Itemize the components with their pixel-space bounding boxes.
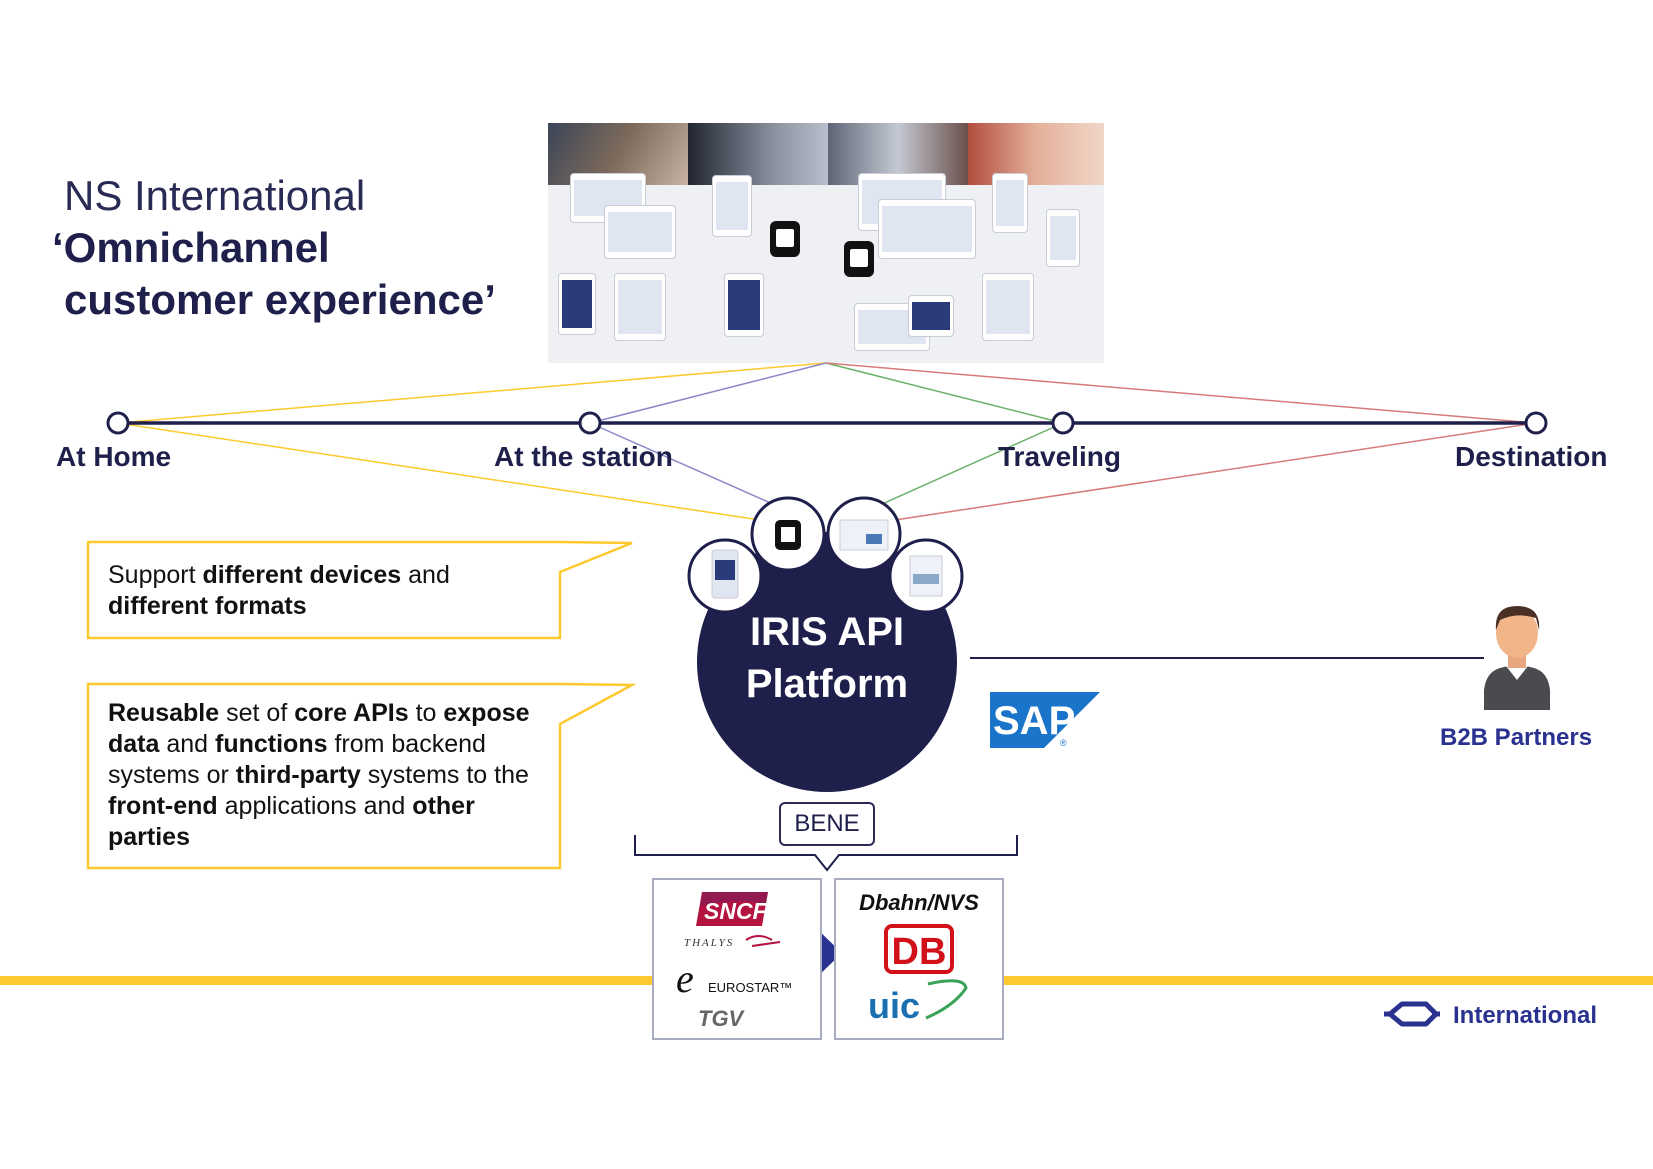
callout-1-segment: and: [159, 730, 216, 758]
tgv-logo: TGV: [698, 1006, 746, 1031]
timeline-node-home: [106, 411, 130, 435]
stage-label-home: At Home: [56, 441, 172, 472]
bubble-phone-content: [715, 560, 735, 580]
partner-arrow: [816, 928, 842, 978]
phone-device: [1046, 209, 1080, 267]
timeline-node-station: [578, 411, 602, 435]
ns-logo: [1384, 1001, 1440, 1027]
connector-home: [117, 362, 827, 424]
smartwatch-device: [770, 221, 800, 257]
sap-logo: SAP ®: [990, 692, 1100, 748]
thalys-logo: THALYS: [684, 935, 781, 949]
connector-station-platform: [589, 422, 776, 506]
callout-0-segment: and: [401, 561, 450, 589]
callout-1-segment: other parties: [108, 792, 475, 851]
db-logo: DB: [884, 924, 954, 974]
bubble-tablet-content: [913, 574, 939, 584]
callout-1-segment: applications and: [217, 792, 413, 820]
phone-device: [724, 273, 764, 337]
eurostar-logo: e EUROSTAR™: [676, 956, 792, 1001]
platform-title-line-1: IRIS API: [749, 610, 905, 654]
stage-label-destination: Destination: [1455, 441, 1608, 472]
eurostar-letter: e: [676, 956, 694, 1001]
tablet-device: [908, 295, 954, 337]
phone-device: [992, 173, 1028, 233]
footer-band-right: [1002, 976, 1653, 985]
callout-1-segment: third-party: [235, 761, 361, 789]
timeline-node-destination: [1524, 411, 1548, 435]
sncf-logo: SNCF: [696, 892, 768, 926]
callout-0-segment: different formats: [108, 592, 307, 620]
connector-traveling: [825, 362, 1064, 424]
phone-device: [558, 273, 596, 335]
thalys-text: THALYS: [684, 937, 734, 949]
bubble-watch-screen: [781, 527, 795, 542]
title-line-2: ‘Omnichannel: [52, 224, 330, 271]
smartwatch-device: [844, 241, 874, 277]
sap-logo-text: SAP: [993, 699, 1075, 743]
stage-label-traveling: Traveling: [998, 441, 1121, 472]
tablet-device: [614, 273, 666, 341]
uic-text: uic: [868, 985, 920, 1026]
connector-destination-platform: [894, 422, 1537, 521]
callout-1-segment: set of: [219, 699, 295, 727]
dbahn-nvs-title: Dbahn/NVS: [859, 890, 979, 915]
callout-0-segment: different devices: [202, 561, 402, 589]
callout-1-segment: front-end: [108, 792, 218, 820]
callout-1-segment: to: [408, 699, 444, 727]
partner-box-left: SNCF THALYS e EUROSTAR™ TGV: [652, 878, 822, 1040]
callout-1-segment: Reusable: [108, 699, 220, 727]
phone-device: [712, 175, 752, 237]
stage-label-station: At the station: [494, 441, 673, 472]
platform-circle: [697, 532, 957, 792]
connector-traveling-platform: [879, 422, 1064, 506]
photo-station: [688, 123, 828, 185]
sncf-text: SNCF: [704, 898, 768, 924]
title-line-1: NS International: [64, 172, 366, 219]
callout-1-segment: from backend systems or: [108, 730, 486, 789]
callout-box-apis: [86, 682, 637, 870]
db-text: DB: [892, 931, 947, 973]
footer-international-label: International: [1453, 1002, 1598, 1029]
tablet-device: [982, 273, 1034, 341]
callout-1-segment: systems to the: [360, 761, 529, 789]
eurostar-text: EUROSTAR™: [708, 980, 792, 995]
omnichannel-collage: [548, 123, 1104, 363]
platform-title: IRIS API Platform: [694, 606, 960, 710]
callout-1-segment: expose data: [108, 699, 530, 758]
footer-band-left: [0, 976, 652, 985]
callout-text-apis: Reusable set of core APIs to expose data…: [108, 698, 548, 853]
bene-bracket: [634, 835, 1018, 872]
platform-title-line-2: Platform: [745, 662, 909, 706]
callout-box-devices: [86, 540, 633, 640]
connector-station: [589, 362, 827, 424]
callout-0-segment: Support: [108, 561, 203, 589]
bubble-laptop-content: [866, 534, 882, 544]
timeline-node-traveling: [1051, 411, 1075, 435]
callout-text-devices: Support different devices and different …: [108, 560, 548, 622]
uic-logo: uic: [868, 979, 968, 1026]
b2b-partners-label: B2B Partners: [1440, 724, 1593, 751]
title-line-3: customer experience’: [64, 276, 496, 323]
tablet-device: [604, 205, 676, 259]
tgv-text: TGV: [698, 1006, 746, 1031]
sap-registered-mark: ®: [1060, 738, 1067, 748]
partner-box-right: Dbahn/NVS DB uic: [834, 878, 1004, 1040]
photo-traveler: [968, 123, 1104, 185]
b2b-partner-avatar: [1484, 606, 1550, 710]
connector-home-platform: [117, 422, 761, 521]
callout-1-segment: core APIs: [294, 699, 409, 727]
bene-label: BENE: [779, 802, 875, 846]
callout-1-segment: functions: [215, 730, 328, 758]
connector-destination: [825, 362, 1537, 424]
laptop-device: [878, 199, 976, 259]
